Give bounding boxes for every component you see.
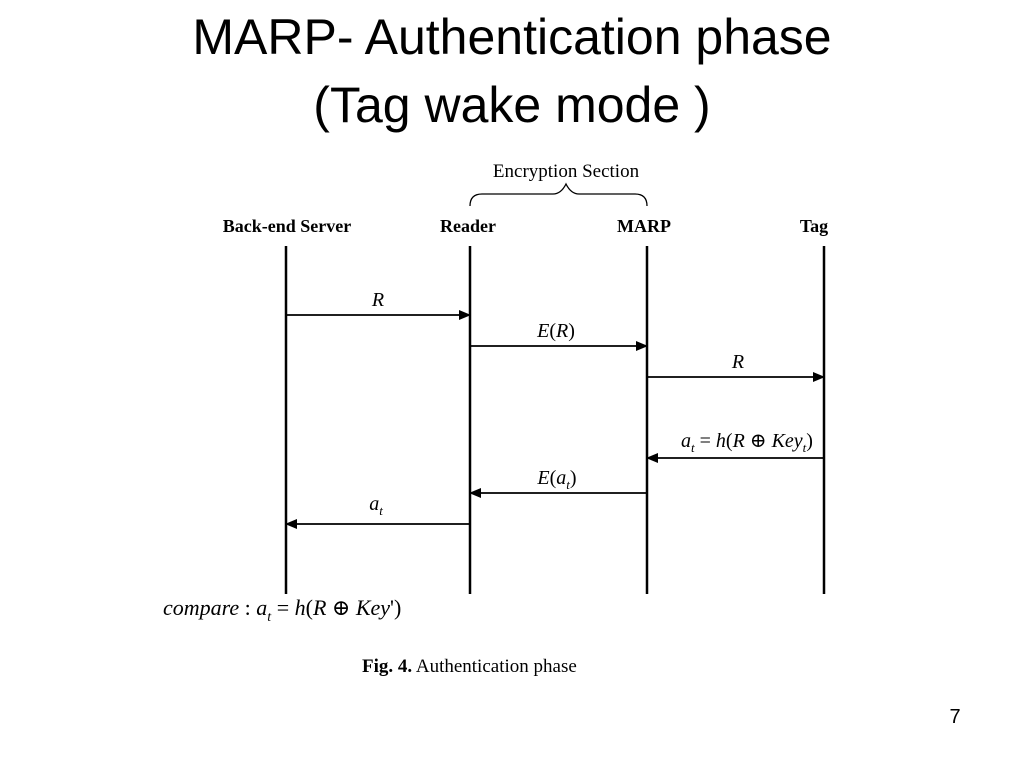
message-label-r-1: R	[371, 289, 384, 311]
page-number: 7	[949, 706, 961, 728]
slide-title-line-2: (Tag wake mode )	[313, 77, 711, 133]
compare-note: compare : at = h(R ⊕ Key')	[163, 595, 401, 625]
participant-reader: Reader	[440, 216, 496, 236]
message-label-at: at	[369, 493, 383, 518]
message-label-r-2: R	[731, 351, 744, 373]
encryption-section-label: Encryption Section	[493, 161, 640, 182]
message-label-e-r: E(R)	[536, 320, 575, 342]
participant-tag: Tag	[800, 216, 828, 236]
figure-caption: Fig. 4. Authentication phase	[362, 656, 577, 677]
message-label-at-hash: at = h(R ⊕ Keyt)	[681, 430, 813, 455]
slide-title-line-1: MARP- Authentication phase	[192, 9, 832, 65]
encryption-section-brace	[469, 182, 648, 207]
participant-marp: MARP	[617, 216, 671, 236]
message-label-e-at: E(at)	[536, 467, 576, 492]
participant-back-end-server: Back-end Server	[223, 216, 351, 236]
